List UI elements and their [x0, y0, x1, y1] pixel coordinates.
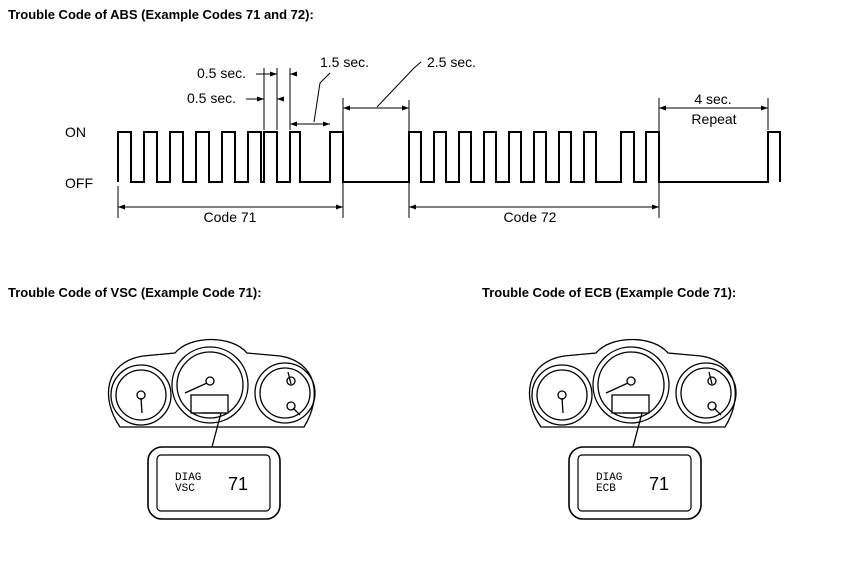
ecb-center-gauge-hub-icon — [626, 376, 636, 386]
short-on-label: 0.5 sec. — [197, 65, 246, 81]
repeat-gap-label: 4 sec. — [694, 91, 731, 107]
vsc-diag-text: DIAG — [175, 472, 201, 484]
vsc-display-callout — [147, 446, 281, 520]
off-label: OFF — [65, 175, 93, 191]
vsc-system-text: VSC — [175, 483, 195, 495]
ecb-display-callout — [568, 446, 702, 520]
abs-heading: Trouble Code of ABS (Example Codes 71 an… — [8, 7, 314, 22]
ecb-system-text: ECB — [596, 483, 616, 495]
digit-gap-label: 1.5 sec. — [320, 54, 369, 70]
on-label: ON — [65, 124, 86, 140]
vsc-heading: Trouble Code of VSC (Example Code 71): — [8, 285, 262, 300]
code-72-label: Code 72 — [504, 209, 557, 225]
repeat-label: Repeat — [691, 111, 736, 127]
vsc-display-window — [190, 394, 229, 414]
vsc-center-gauge-hub-icon — [205, 376, 215, 386]
digit-gap-leader — [313, 72, 331, 123]
ecb-display-window — [611, 394, 650, 414]
ecb-left-gauge-hub-icon — [557, 390, 567, 400]
code-gap-label: 2.5 sec. — [427, 54, 476, 70]
ecb-instrument-cluster: DIAG ECB 71 — [528, 338, 737, 520]
short-off-label: 0.5 sec. — [187, 90, 236, 106]
code-gap-leader — [376, 61, 422, 108]
vsc-left-gauge-hub-icon — [136, 390, 146, 400]
vsc-instrument-cluster: DIAG VSC 71 — [107, 338, 316, 520]
ecb-code-text: 71 — [649, 474, 669, 494]
vsc-code-text: 71 — [228, 474, 248, 494]
ecb-heading: Trouble Code of ECB (Example Code 71): — [482, 285, 736, 300]
ecb-diag-text: DIAG — [596, 472, 622, 484]
pulse-waveform — [117, 131, 781, 183]
code-71-label: Code 71 — [204, 209, 257, 225]
